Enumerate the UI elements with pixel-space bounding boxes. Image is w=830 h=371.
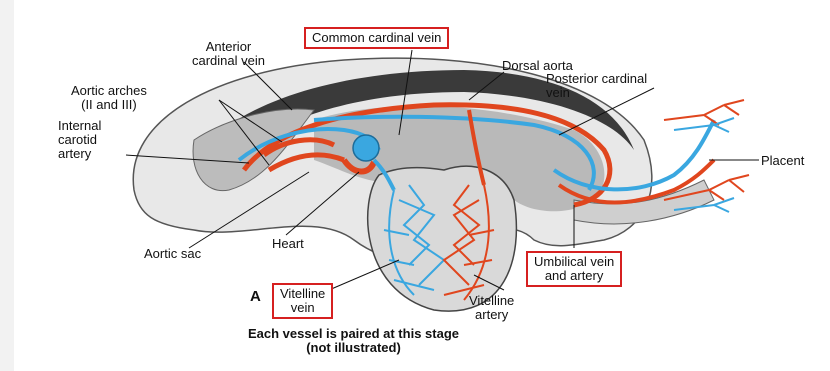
label-placenta: Placent: [761, 154, 804, 168]
label-umbilical-vein-and-artery: Umbilical vein and artery: [526, 251, 622, 287]
label-anterior-cardinal-vein: Anterior cardinal vein: [192, 40, 265, 68]
label-vitelline-vein: Vitelline vein: [272, 283, 333, 319]
label-internal-carotid-artery: Internal carotid artery: [58, 119, 101, 161]
label-posterior-cardinal-vein: Posterior cardinal vein: [546, 72, 647, 100]
label-vitelline-artery: Vitelline artery: [469, 294, 514, 322]
heart-shape: [353, 135, 379, 161]
label-aortic-arches: Aortic arches (II and III): [71, 84, 147, 112]
figure-caption: Each vessel is paired at this stage (not…: [248, 327, 459, 355]
label-heart: Heart: [272, 237, 304, 251]
diagram-canvas: Anterior cardinal vein Common cardinal v…: [14, 0, 830, 371]
label-aortic-sac: Aortic sac: [144, 247, 201, 261]
label-panel-a: A: [250, 290, 261, 304]
label-common-cardinal-vein: Common cardinal vein: [304, 27, 449, 49]
embryo-circulation-illustration: [14, 0, 830, 371]
